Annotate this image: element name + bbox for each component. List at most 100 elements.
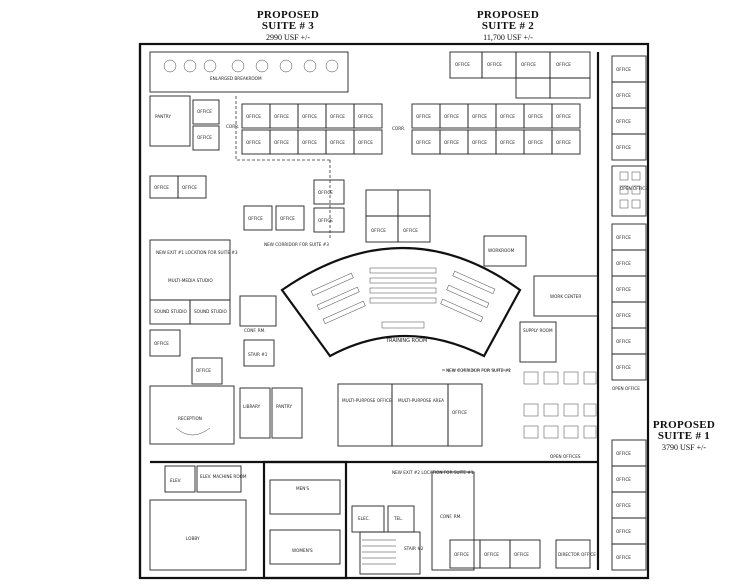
room-label: OFFICE	[616, 313, 631, 318]
new-corridor-suite2-label: NEW CORRIDOR FOR SUITE #2	[446, 368, 511, 373]
training-room-outline	[280, 247, 522, 358]
top-office-row-suite2	[449, 51, 591, 99]
room-label: OFFICE	[358, 140, 373, 145]
bottom-office-row	[449, 539, 591, 569]
room-label: ELEV.	[170, 478, 181, 483]
suite-1-office-column-lower	[611, 223, 647, 571]
reception-desk	[175, 427, 211, 436]
room-label: MULTI-PURPOSE OFFICE	[342, 398, 392, 403]
room-label: OFFICE	[616, 67, 631, 72]
room-label: OFFICE	[246, 140, 261, 145]
lobby	[149, 499, 247, 571]
stair-2-treads	[362, 539, 396, 565]
elevator-machine-room	[196, 465, 242, 493]
center-left-office-cluster	[243, 179, 345, 233]
conference-room	[239, 295, 277, 327]
room-label: OPEN OFFICES	[550, 454, 581, 459]
room-label: OFFICE	[484, 552, 499, 557]
room-label: OPEN OFFICE	[620, 186, 648, 191]
room-label: OFFICE	[330, 114, 345, 119]
suite-2-size: 11,700 USF +/-	[483, 33, 533, 42]
office-room	[149, 329, 181, 357]
room-label: PANTRY	[155, 114, 171, 119]
room-label: MULTI-MEDIA STUDIO	[168, 278, 213, 283]
corr-label: CORR.	[226, 124, 239, 129]
room-label: WORKROOM	[488, 248, 515, 253]
work-center	[533, 275, 599, 317]
room-label: OFFICE	[444, 114, 459, 119]
training-room-seating	[310, 267, 496, 329]
room-label: OFFICE	[556, 140, 571, 145]
room-label: OFFICE	[371, 228, 386, 233]
room-label: OFFICE	[556, 114, 571, 119]
office-room	[177, 175, 207, 199]
office-room	[192, 99, 220, 125]
room-label: OFFICE	[616, 555, 631, 560]
room-label: OFFICE	[616, 477, 631, 482]
room-label: OFFICE	[196, 368, 211, 373]
room-label: OFFICE	[500, 114, 515, 119]
room-label: MULTI-PURPOSE AREA	[398, 398, 444, 403]
room-label: OFFICE	[358, 114, 373, 119]
room-label: CONF. RM.	[440, 514, 462, 519]
corridor-dash-path	[235, 96, 330, 161]
room-label: OFFICE	[616, 261, 631, 266]
room-label: DIRECTOR OFFICE	[558, 552, 596, 557]
room-label: OFFICE	[472, 140, 487, 145]
center-office-cluster	[365, 189, 431, 243]
suite-1-label: PROPOSED SUITE # 1 3790 USF +/-	[646, 420, 722, 452]
room-label: ELEC.	[358, 516, 370, 521]
room-label: OFFICE	[514, 552, 529, 557]
room-label: OFFICE	[154, 185, 169, 190]
room-label: OFFICE	[616, 93, 631, 98]
multi-purpose-area	[391, 383, 449, 447]
upper-office-row-east	[411, 103, 581, 155]
room-label: LIBRARY	[243, 404, 261, 409]
supply-room	[519, 321, 557, 363]
room-label: OFFICE	[416, 114, 431, 119]
room-label: OFFICE	[154, 341, 169, 346]
room-label: OFFICE	[455, 62, 470, 67]
suite-3-title-line1: PROPOSED	[256, 9, 320, 21]
room-label: OFFICE	[500, 140, 515, 145]
room-label: SUPPLY ROOM	[523, 328, 553, 333]
room-label: OFFICE	[416, 140, 431, 145]
room-label: ENLARGED BREAKROOM	[210, 76, 262, 81]
suite-1-open-office-cluster	[611, 165, 647, 217]
room-label: OFFICE	[472, 114, 487, 119]
library	[239, 387, 271, 439]
office-room	[191, 357, 223, 385]
pantry-room	[271, 387, 303, 439]
room-label: SOUND STUDIO	[194, 309, 227, 314]
room-label: OFFICE	[318, 190, 333, 195]
enlarged-breakroom	[149, 51, 349, 93]
suite-1-title-line1: PROPOSED	[652, 419, 716, 431]
upper-office-row-west	[241, 103, 383, 155]
room-label: OFFICE	[616, 119, 631, 124]
new-exit-suite1-label: NEW EXIT #2 LOCATION FOR SUITE #1	[392, 470, 474, 475]
room-label: OFFICE	[248, 216, 263, 221]
room-label: OPEN OFFICE	[612, 386, 640, 391]
breakroom-tables	[163, 59, 339, 73]
suite-3-label: PROPOSED SUITE # 3 2990 USF +/-	[246, 10, 330, 42]
room-label: STAIR #2	[404, 546, 424, 551]
office-room	[447, 383, 483, 447]
room-label: OFFICE	[528, 140, 543, 145]
suite-1-title-line2: SUITE # 1	[657, 430, 711, 442]
room-label: RECEPTION	[178, 416, 202, 421]
open-offices-workstations	[523, 371, 597, 439]
room-label: OFFICE	[616, 365, 631, 370]
room-label: OFFICE	[521, 62, 536, 67]
sound-studio	[189, 299, 231, 325]
suite-2-title-line1: PROPOSED	[476, 9, 540, 21]
multi-media-studio	[149, 239, 231, 301]
room-label: OFFICE	[182, 185, 197, 190]
stair-2	[359, 531, 421, 575]
room-label: MEN'S	[296, 486, 310, 491]
womens-restroom	[269, 529, 341, 565]
conference-room	[431, 471, 475, 571]
corr-label: CORR.	[392, 126, 405, 131]
room-label: ELEV. MACHINE ROOM	[200, 474, 247, 479]
room-label: OFFICE	[274, 140, 289, 145]
